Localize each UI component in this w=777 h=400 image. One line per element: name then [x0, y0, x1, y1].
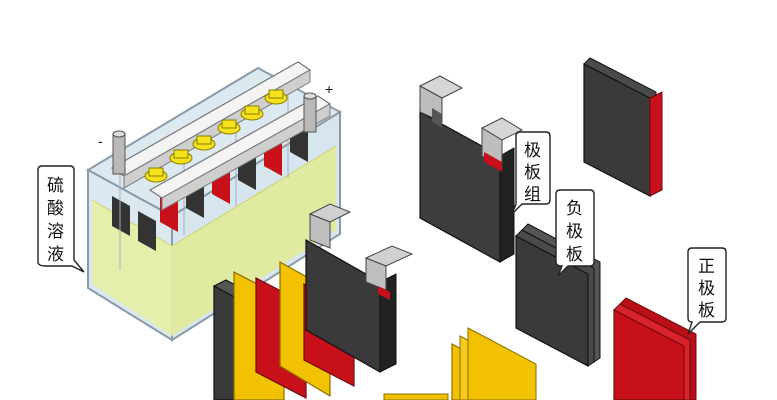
negative-plate-label-char: 负 — [566, 199, 583, 219]
positive-plate-label-char: 正 — [698, 257, 715, 277]
plate-group-label-char: 板 — [524, 163, 541, 183]
positive-terminal-sign: + — [325, 81, 333, 97]
plate-group-callout: 极 板 组 — [511, 131, 551, 215]
electrolyte-label-char: 液 — [47, 245, 64, 265]
positive-terminal-post — [303, 92, 317, 133]
negative-plate-label-char: 板 — [566, 245, 583, 265]
positive-plate-label-char: 板 — [698, 301, 715, 321]
battery-cell-caps — [144, 89, 288, 183]
negative-plate-callout: 负 极 板 — [555, 189, 595, 277]
plate-group-label-char: 极 — [524, 141, 541, 161]
electrolyte-label-char: 酸 — [47, 199, 64, 219]
top-right-plate-stack — [583, 57, 663, 197]
electrolyte-label-char: 溶 — [47, 222, 64, 242]
negative-terminal-post — [112, 130, 126, 175]
negative-terminal-sign: - — [98, 133, 103, 149]
positive-plate-callout: 正 极 板 — [687, 247, 727, 335]
electrolyte-callout: 硫 酸 溶 液 — [37, 165, 85, 273]
positive-plate-stack — [613, 297, 697, 400]
negative-plate-label-char: 极 — [566, 222, 583, 242]
separator-stack — [383, 327, 537, 400]
electrolyte-liquid — [91, 145, 337, 336]
middle-plate-group — [305, 203, 414, 374]
plate-group-label-char: 组 — [524, 185, 541, 205]
positive-plate-label-char: 极 — [698, 279, 715, 299]
plate-group-assembly — [418, 75, 524, 264]
electrolyte-label-char: 硫 — [47, 176, 64, 196]
